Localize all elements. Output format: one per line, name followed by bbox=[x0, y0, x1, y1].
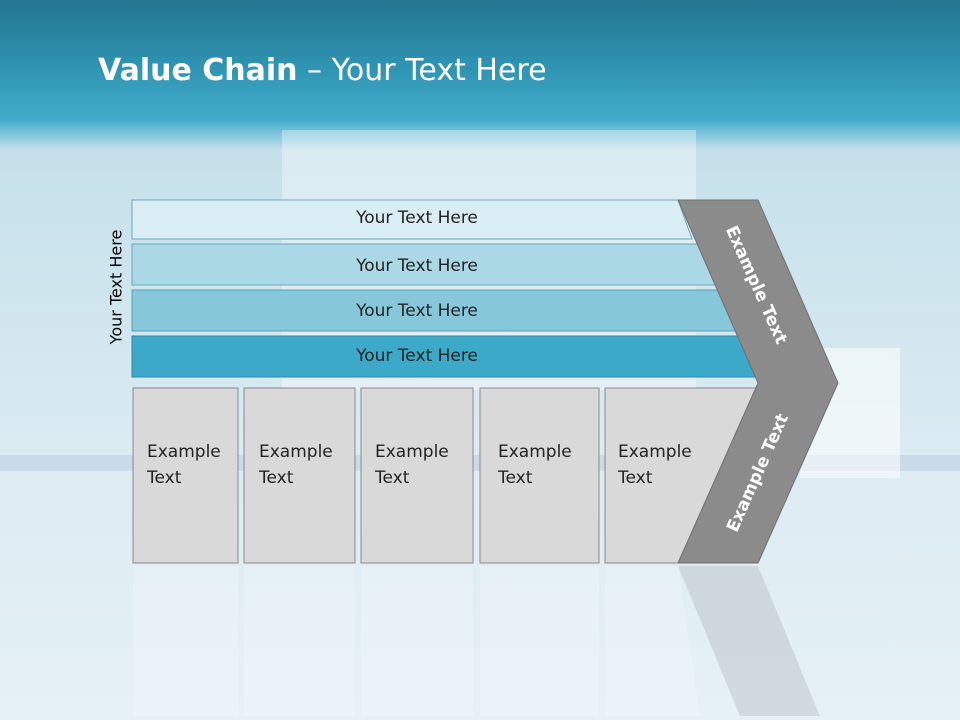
box-text-line: Text bbox=[618, 468, 653, 488]
slide-title: Value Chain – Your Text Here bbox=[98, 53, 547, 88]
chevron-arrow bbox=[677, 199, 839, 564]
bar-shape-1 bbox=[131, 199, 693, 240]
bar-label-4: Your Text Here bbox=[356, 346, 478, 366]
box-text-line: Text bbox=[259, 468, 294, 488]
box-shape-3 bbox=[360, 387, 474, 564]
box-text-line: Example bbox=[375, 442, 449, 462]
box-text-line: Example bbox=[498, 442, 572, 462]
title-bar bbox=[0, 0, 960, 150]
bar-label-1: Your Text Here bbox=[356, 208, 478, 228]
box-text-line: Text bbox=[498, 468, 533, 488]
box-shape-4 bbox=[479, 387, 600, 564]
bar-label-2: Your Text Here bbox=[356, 256, 478, 276]
box-text-line: Example bbox=[618, 442, 692, 462]
title-rest: – Your Text Here bbox=[297, 53, 547, 88]
bar-label-3: Your Text Here bbox=[356, 301, 478, 321]
box-text-line: Example bbox=[147, 442, 221, 462]
title-bold: Value Chain bbox=[98, 53, 298, 88]
box-text-line: Text bbox=[147, 468, 182, 488]
box-text-line: Example bbox=[259, 442, 333, 462]
box-shape-2 bbox=[243, 387, 356, 564]
box-text-line: Text bbox=[375, 468, 410, 488]
box-shape-1 bbox=[132, 387, 239, 564]
